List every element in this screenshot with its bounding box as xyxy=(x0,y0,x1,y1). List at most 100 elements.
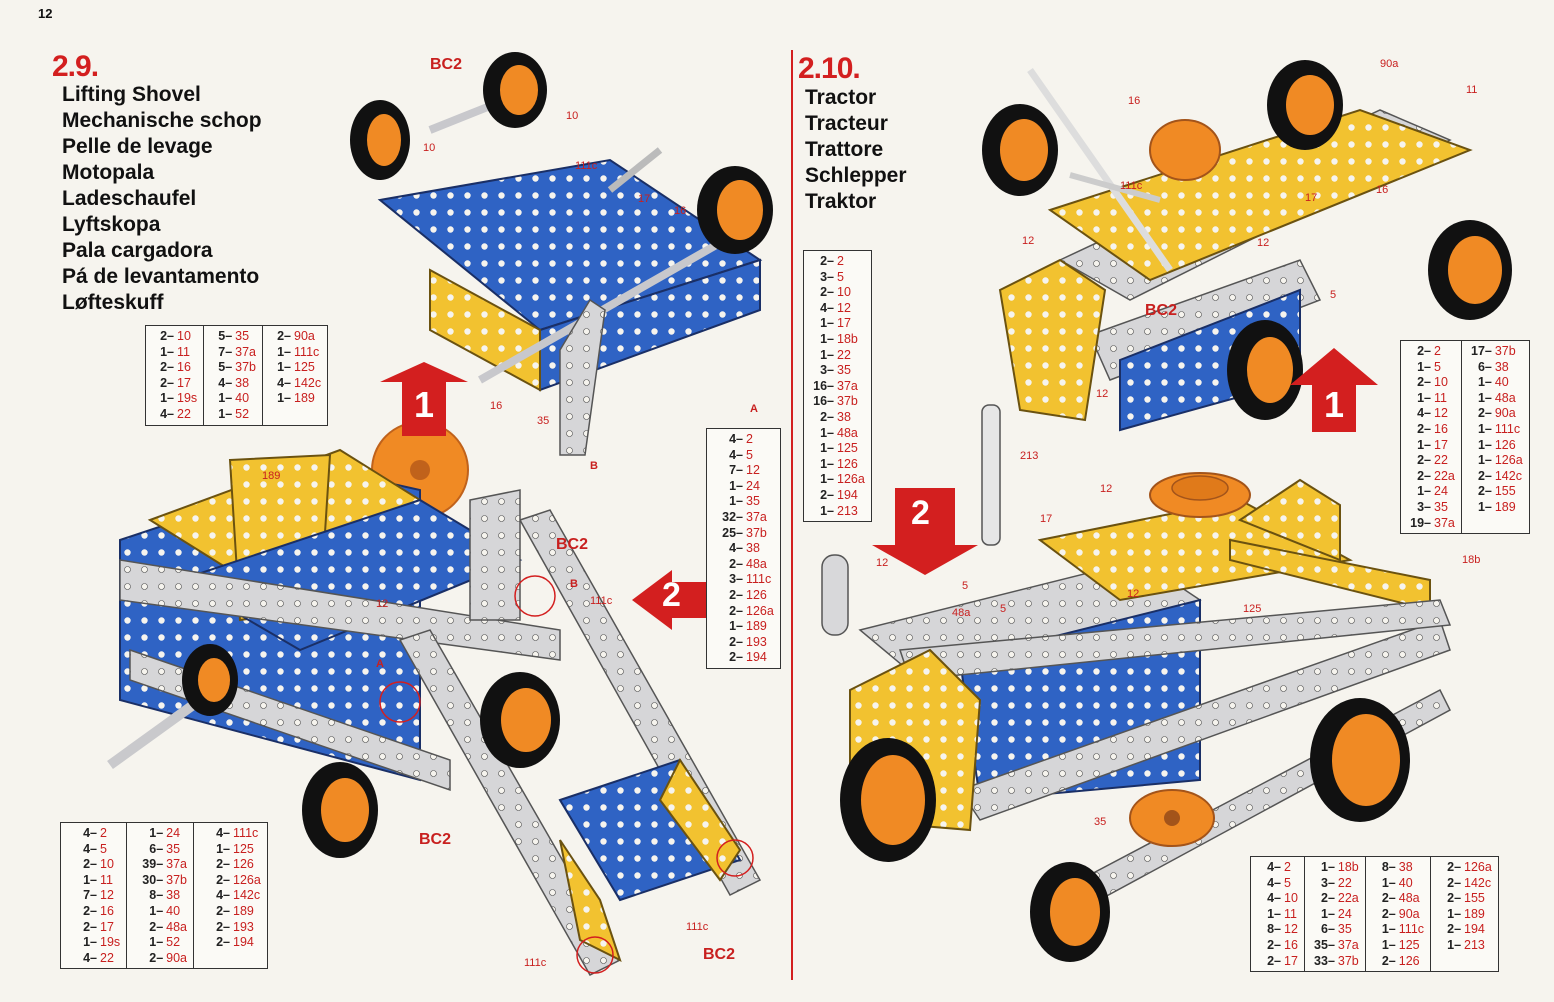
part-number: 11 xyxy=(1284,906,1297,921)
part-number: 37a xyxy=(166,857,188,872)
parts-row: 6–35 xyxy=(1311,922,1359,938)
part-quantity: 17– xyxy=(1471,344,1492,358)
part-quantity: 2– xyxy=(149,950,164,965)
parts-row: 2–17 xyxy=(1257,954,1298,970)
part-quantity: 1– xyxy=(820,425,834,440)
part-number: 126a xyxy=(1494,453,1523,468)
callout-label: 18b xyxy=(1462,554,1481,566)
parts-row: 1–126 xyxy=(810,457,865,473)
part-number: 10 xyxy=(1284,891,1298,906)
shovel-model-number: 2.9. xyxy=(52,50,99,83)
part-number: 16 xyxy=(1434,421,1448,436)
part-number: 48a xyxy=(166,919,188,934)
parts-row: 2–126a xyxy=(1437,860,1492,876)
parts-row: 1–24 xyxy=(1407,484,1455,500)
part-quantity: 1– xyxy=(218,406,233,421)
part-quantity: 2– xyxy=(1477,468,1492,483)
part-quantity: 1– xyxy=(1477,499,1492,514)
part-number: 142c xyxy=(1464,875,1492,890)
part-quantity: 1– xyxy=(83,872,97,887)
model-name: Pelle de levage xyxy=(62,135,213,158)
part-quantity: 2– xyxy=(1477,406,1492,421)
part-quantity: 3– xyxy=(820,269,834,284)
parts-row: 19–37a xyxy=(1407,516,1455,532)
parts-row: 4–22 xyxy=(152,407,197,423)
part-quantity: 1– xyxy=(1381,875,1396,890)
parts-row: 1–125 xyxy=(200,842,261,858)
part-quantity: 2– xyxy=(729,587,743,602)
parts-row: 4–12 xyxy=(810,301,865,317)
callout-label: 48a xyxy=(952,607,971,619)
part-number: 48a xyxy=(746,556,767,571)
part-number: 5 xyxy=(100,841,107,856)
callout-label: 35 xyxy=(1094,816,1107,828)
part-number: 2 xyxy=(746,432,753,446)
parts-row: 3–35 xyxy=(810,363,865,379)
part-number: 48a xyxy=(1398,891,1420,906)
part-quantity: 1– xyxy=(277,360,292,375)
tractor-step1-arrow xyxy=(1290,348,1378,432)
parts-row: 4–38 xyxy=(210,376,256,392)
parts-row: 1–111c xyxy=(1468,422,1523,438)
part-number: 35 xyxy=(1434,499,1448,514)
callout-label: 213 xyxy=(1020,450,1039,462)
part-number: 10 xyxy=(837,285,851,300)
callout-label: A xyxy=(750,403,758,415)
part-quantity: 4– xyxy=(729,432,743,446)
part-number: 24 xyxy=(1337,906,1352,921)
parts-row: 2–194 xyxy=(200,935,261,951)
parts-row: 1–111c xyxy=(269,345,321,361)
parts-row: 1–35 xyxy=(713,494,774,510)
part-quantity: 1– xyxy=(1417,484,1431,499)
part-number: 193 xyxy=(746,634,767,649)
part-quantity: 8– xyxy=(1267,922,1281,937)
part-quantity: 2– xyxy=(1417,421,1431,436)
parts-row: 1–19s xyxy=(152,391,197,407)
parts-row: 2–126a xyxy=(713,604,774,620)
part-quantity: 2– xyxy=(1417,468,1431,483)
part-quantity: 2– xyxy=(729,603,743,618)
part-number: 126 xyxy=(746,587,767,602)
parts-row: 39–37a xyxy=(133,857,187,873)
part-quantity: 7– xyxy=(218,344,233,359)
callout-label: BC2 xyxy=(703,946,736,963)
part-number: 125 xyxy=(294,360,315,375)
part-quantity: 2– xyxy=(820,409,834,424)
part-number: 35 xyxy=(1337,922,1352,937)
part-number: 90a xyxy=(166,950,188,965)
parts-row: 2–48a xyxy=(133,920,187,936)
part-quantity: 4– xyxy=(1267,860,1281,874)
part-quantity: 2– xyxy=(1447,922,1462,937)
parts-row: 1–11 xyxy=(1407,391,1455,407)
parts-row: 1–5 xyxy=(1407,360,1455,376)
part-number: 22a xyxy=(1434,468,1455,483)
callout-label: BC2 xyxy=(556,536,589,553)
step-number-1: 1 xyxy=(414,384,435,425)
callout-label: 12 xyxy=(1257,237,1270,249)
part-quantity: 4– xyxy=(218,375,233,390)
part-number: 37b xyxy=(837,394,858,409)
parts-row: 2–142c xyxy=(1437,876,1492,892)
parts-row: 2–142c xyxy=(1468,469,1523,485)
part-quantity: 1– xyxy=(277,391,292,406)
part-quantity: 1– xyxy=(820,331,834,346)
parts-row: 2–90a xyxy=(133,951,187,967)
part-number: 17 xyxy=(837,316,851,331)
parts-row: 4–12 xyxy=(1407,406,1455,422)
parts-row: 2–193 xyxy=(200,920,261,936)
part-quantity: 2– xyxy=(1417,344,1431,358)
parts-row: 1–125 xyxy=(810,441,865,457)
callout-label: 111c xyxy=(686,921,709,933)
part-number: 194 xyxy=(233,935,254,950)
part-number: 5 xyxy=(837,269,844,284)
part-quantity: 4– xyxy=(83,826,97,840)
part-number: 17 xyxy=(100,919,114,934)
parts-row: 3–111c xyxy=(713,572,774,588)
part-number: 189 xyxy=(233,903,254,918)
part-number: 111c xyxy=(294,344,320,359)
